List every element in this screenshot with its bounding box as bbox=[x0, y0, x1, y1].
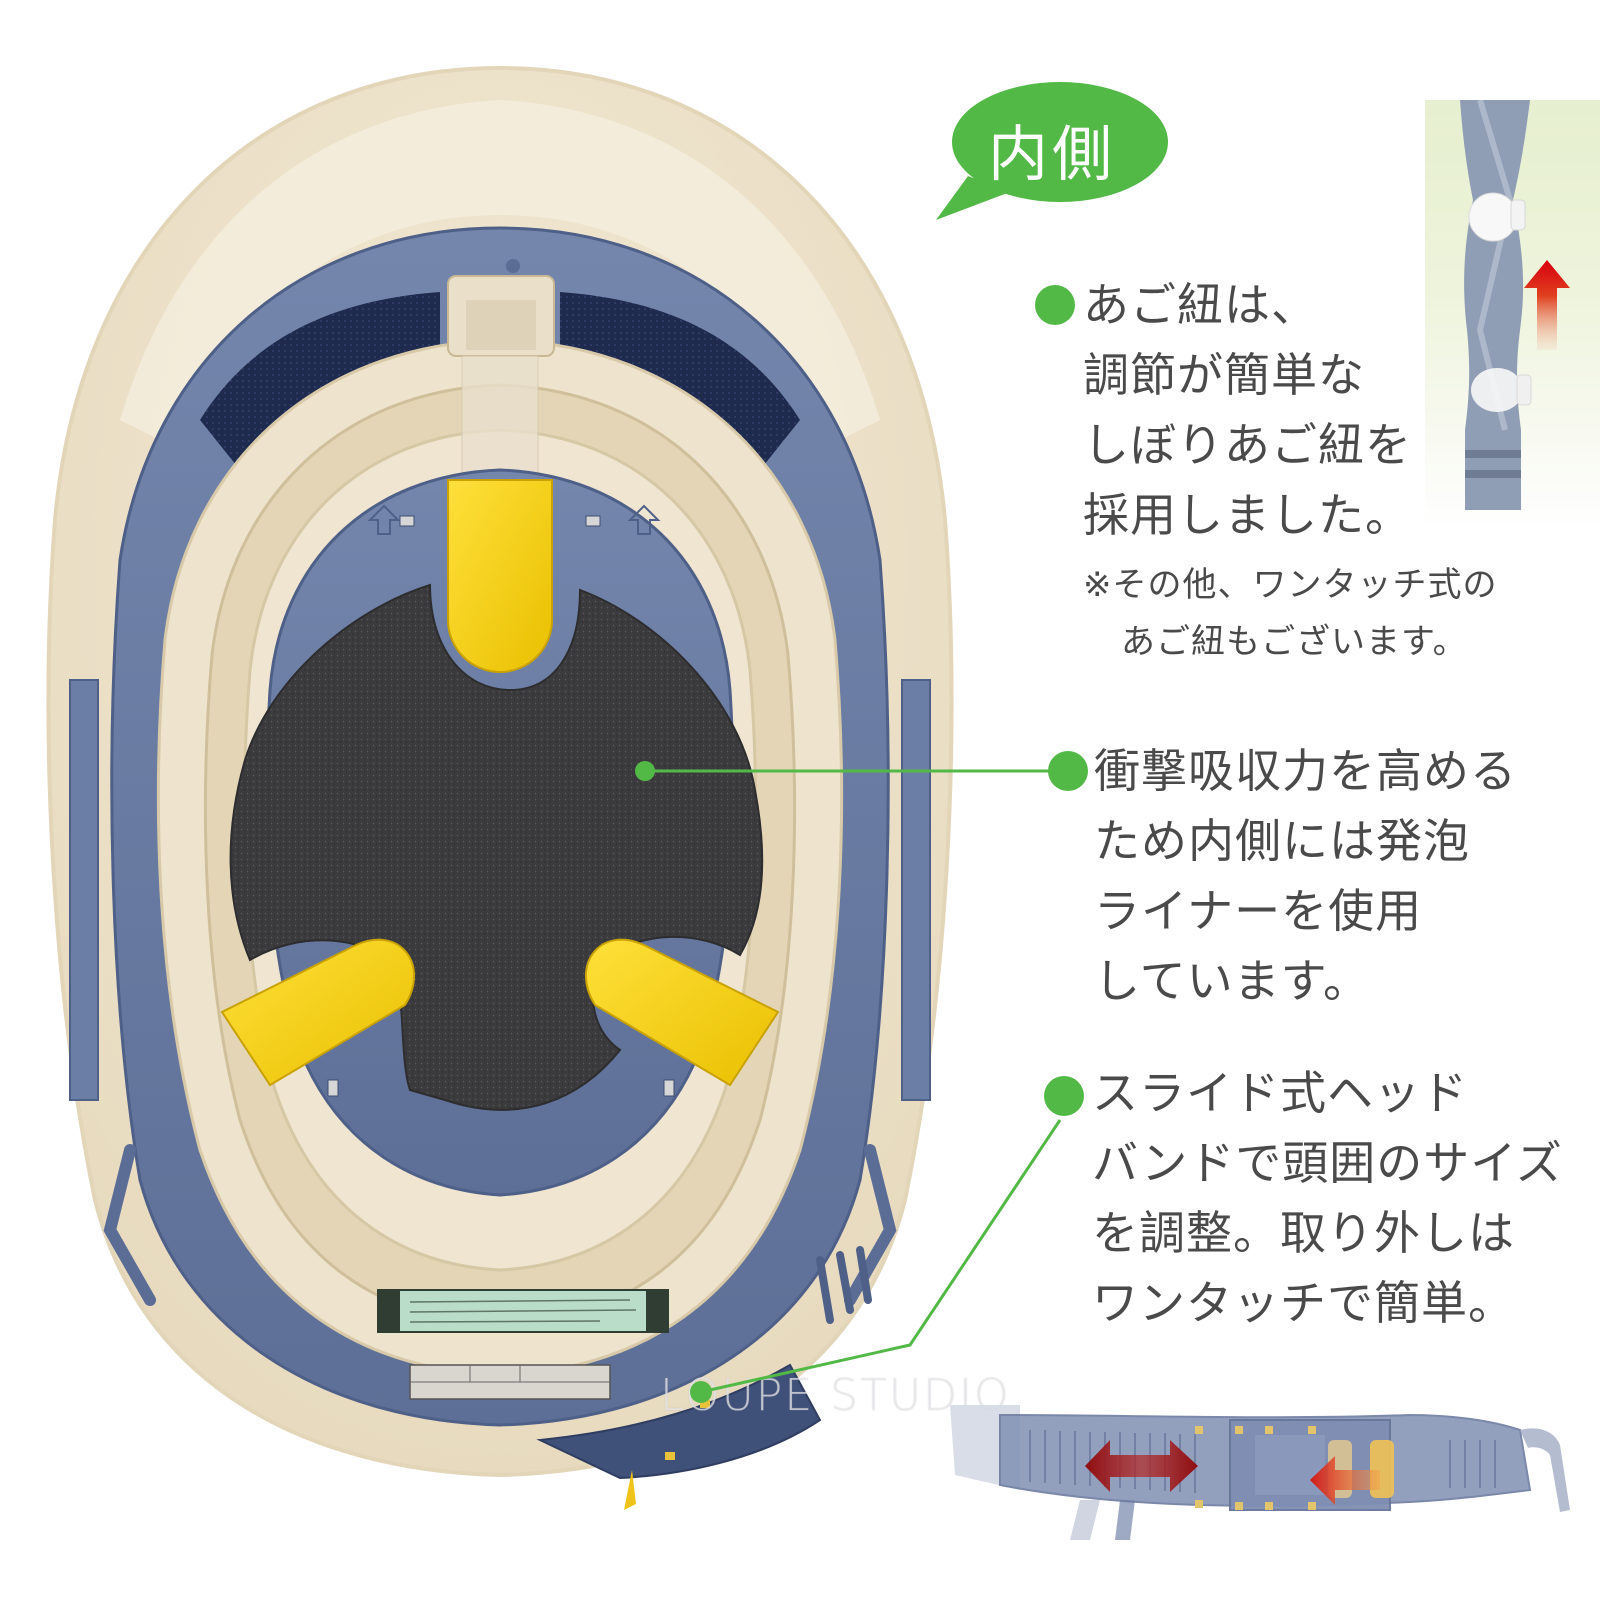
bullet-dot-icon bbox=[1044, 1076, 1084, 1116]
foam-liner bbox=[229, 583, 764, 1111]
up-arrow-icon bbox=[1524, 260, 1570, 350]
yellow-pad-right bbox=[584, 938, 780, 1087]
foam-line-4: しています。 bbox=[1094, 954, 1371, 1008]
foam-line-2: ため内側には発泡 bbox=[1094, 814, 1470, 868]
chin-strap-note-1: ※その他、ワンタッチ式の bbox=[1083, 565, 1498, 605]
strap-shape bbox=[1460, 100, 1530, 510]
double-arrow-icon bbox=[1085, 1440, 1198, 1492]
headband-line-1: スライド式ヘッド bbox=[1092, 1066, 1468, 1120]
chin-strap-line-2: 調節が簡単な bbox=[1083, 348, 1365, 402]
headband-line-4: ワンタッチで簡単。 bbox=[1092, 1276, 1515, 1330]
inside-badge: 内側 bbox=[932, 80, 1172, 230]
chin-strap-note-2: あご紐もございます。 bbox=[1121, 622, 1468, 662]
helmet-interior-illustration bbox=[46, 65, 954, 1510]
chin-strap-line-1: あご紐は、 bbox=[1083, 278, 1318, 332]
headband-inset-photo bbox=[930, 1360, 1600, 1560]
headband-line-2: バンドで頭囲のサイズ bbox=[1092, 1136, 1563, 1190]
chin-strap-inset-photo bbox=[1425, 100, 1600, 530]
bullet-dot-icon bbox=[1035, 285, 1075, 325]
foam-line-3: ライナーを使用 bbox=[1094, 884, 1423, 938]
foam-line-1: 衝撃吸収力を高める bbox=[1094, 744, 1517, 798]
headband-line-3: を調整。取り外しは bbox=[1092, 1206, 1515, 1260]
chin-strap-line-4: 採用しました。 bbox=[1083, 488, 1412, 542]
badge-label: 内側 bbox=[988, 120, 1116, 190]
bullet-dot-icon bbox=[1048, 751, 1088, 791]
push-arrow-icon bbox=[1310, 1456, 1380, 1505]
yellow-pad-left bbox=[220, 938, 416, 1087]
speech-bubble-shape bbox=[936, 82, 1168, 220]
yellow-pad-top bbox=[447, 479, 553, 673]
chin-strap-line-3: しぼりあご紐を bbox=[1083, 418, 1412, 472]
